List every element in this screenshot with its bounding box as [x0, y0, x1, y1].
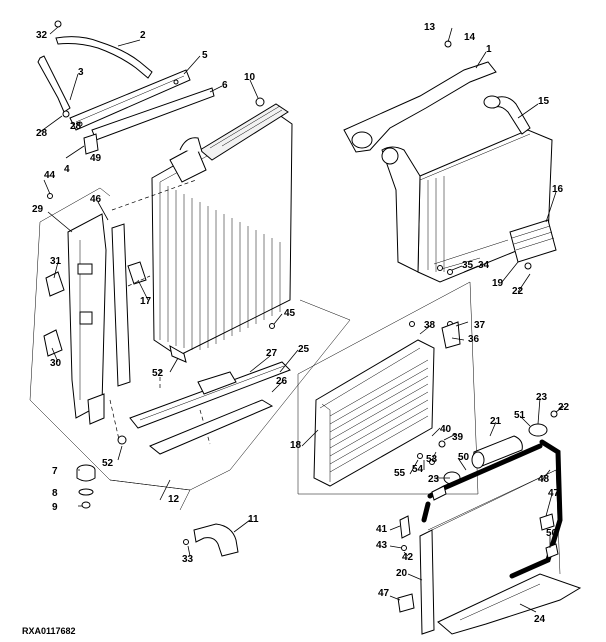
- callout-32: 32: [36, 30, 48, 41]
- callout-50b: 50: [546, 528, 558, 539]
- callout-54: 54: [412, 464, 424, 475]
- callout-13: 13: [424, 22, 436, 33]
- callout-36: 36: [468, 334, 480, 345]
- screw-41-43: [399, 515, 411, 551]
- leader-lines: [39, 26, 565, 613]
- callout-37: 37: [474, 320, 486, 331]
- callout-25: 25: [298, 344, 310, 355]
- callout-1: 1: [486, 44, 492, 55]
- callout-49: 49: [90, 153, 102, 164]
- shield-11: [193, 523, 239, 557]
- washer-8: [78, 488, 94, 496]
- reference-code: RXA0117682: [22, 626, 76, 636]
- callout-39: 39: [452, 432, 464, 443]
- radiator-assembly: [151, 103, 293, 363]
- callout-9: 9: [52, 502, 58, 513]
- callout-5: 5: [202, 50, 208, 61]
- callout-30: 30: [50, 358, 62, 369]
- callout-47b: 47: [378, 588, 390, 599]
- callout-17: 17: [140, 296, 152, 307]
- callout-46: 46: [90, 194, 102, 205]
- callout-35: 35: [462, 260, 474, 271]
- callout-16: 16: [552, 184, 564, 195]
- callout-48: 48: [538, 474, 550, 485]
- bracket-36: [441, 321, 461, 349]
- callout-21: 21: [490, 416, 502, 427]
- bracket-47: [397, 593, 415, 613]
- callout-22b: 22: [558, 402, 570, 413]
- callout-28b: 28: [70, 121, 82, 132]
- callout-29: 29: [32, 204, 44, 215]
- lower-baffle-26-27: [129, 361, 291, 455]
- clamp-23: [528, 423, 548, 437]
- callout-labels: 32 2 3 28 28 49 4 5 6 10 44 29 46 31 17 …: [32, 22, 570, 625]
- callout-42: 42: [402, 552, 414, 563]
- upper-hose: [37, 36, 153, 113]
- clip-17: [127, 261, 147, 285]
- callout-12: 12: [168, 494, 180, 505]
- callout-19: 19: [492, 278, 504, 289]
- support-24: [437, 573, 582, 635]
- callout-34: 34: [478, 260, 490, 271]
- callout-44: 44: [44, 170, 56, 181]
- callout-11: 11: [248, 514, 259, 525]
- callout-43: 43: [376, 540, 388, 551]
- callout-3: 3: [78, 67, 84, 78]
- callout-24: 24: [534, 614, 546, 625]
- isolator-7: [76, 464, 96, 482]
- support-bracket-1: [343, 61, 497, 153]
- callout-52b: 52: [102, 458, 114, 469]
- condenser-18: [313, 339, 435, 487]
- callout-51: 51: [514, 410, 526, 421]
- oil-cooler-16: [509, 219, 557, 263]
- callout-55: 55: [394, 468, 406, 479]
- callout-8: 8: [52, 488, 58, 499]
- callout-7: 7: [52, 466, 58, 477]
- callout-33: 33: [182, 554, 194, 565]
- callout-53: 53: [426, 454, 438, 465]
- callout-27: 27: [266, 348, 278, 359]
- callout-31: 31: [50, 256, 62, 267]
- callout-26: 26: [276, 376, 288, 387]
- callout-41: 41: [376, 524, 388, 535]
- callout-20: 20: [396, 568, 408, 579]
- callout-50: 50: [458, 452, 470, 463]
- callout-52: 52: [152, 368, 164, 379]
- callout-4: 4: [64, 164, 70, 175]
- bracket-30: [43, 329, 63, 357]
- fitting-50: [431, 485, 559, 559]
- frame-20: [419, 469, 561, 635]
- callout-28: 28: [36, 128, 48, 139]
- callout-23: 23: [536, 392, 548, 403]
- callout-15: 15: [538, 96, 550, 107]
- bracket-47b: [539, 513, 555, 531]
- callout-10: 10: [244, 72, 256, 83]
- callout-45: 45: [284, 308, 296, 319]
- nut-9: [81, 501, 91, 509]
- callout-47: 47: [548, 488, 560, 499]
- callout-18: 18: [290, 440, 302, 451]
- callout-38: 38: [424, 320, 436, 331]
- condenser-group-box: [297, 281, 479, 495]
- mounting-bracket-5: [69, 69, 191, 131]
- callout-14: 14: [464, 32, 476, 43]
- bracket-31: [45, 271, 65, 297]
- callout-2: 2: [140, 30, 146, 41]
- mounting-bracket-6: [83, 87, 215, 155]
- callout-40: 40: [440, 424, 452, 435]
- callout-6: 6: [222, 80, 228, 91]
- callout-23b: 23: [428, 474, 440, 485]
- callout-22: 22: [512, 286, 524, 297]
- fasteners: [47, 20, 558, 545]
- receiver-drier-21: [471, 435, 523, 469]
